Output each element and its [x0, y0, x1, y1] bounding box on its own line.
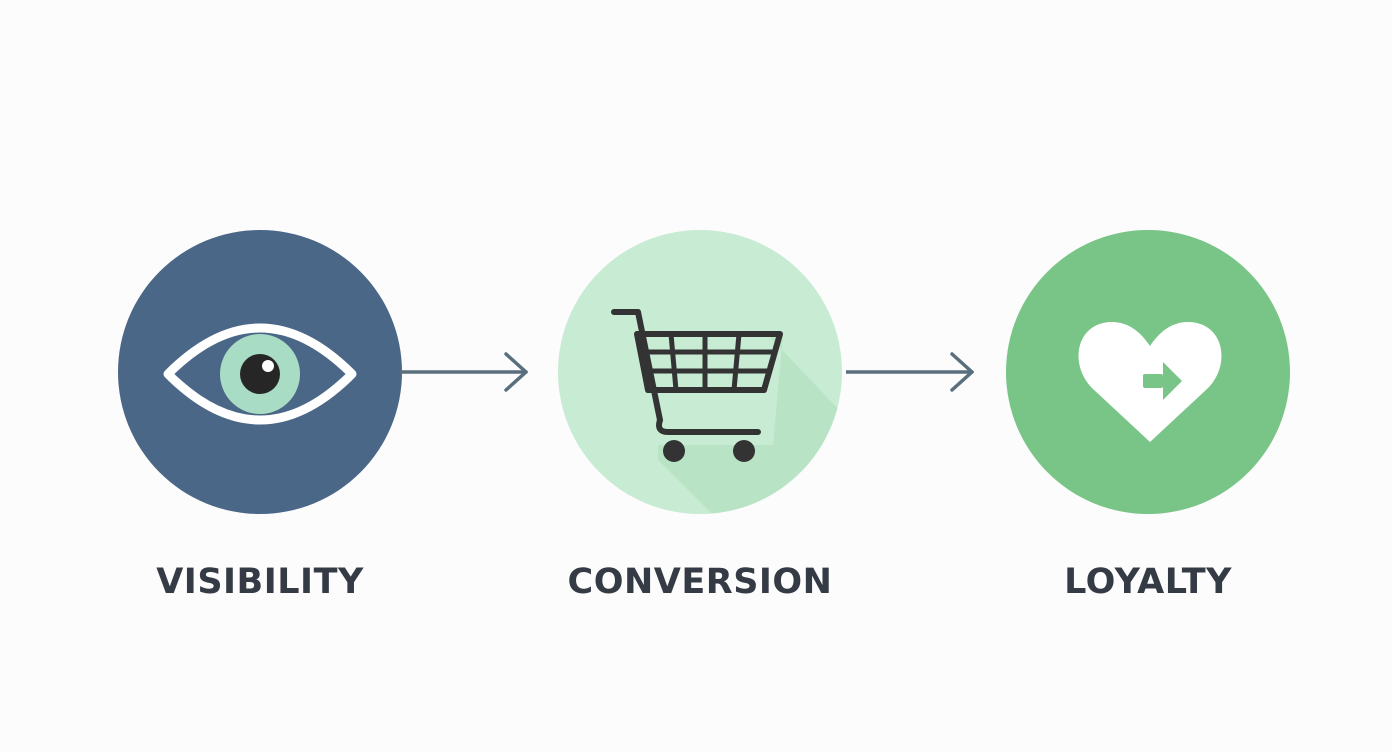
- step-loyalty: LOYALTY: [998, 222, 1298, 642]
- conversion-label: CONVERSION: [567, 562, 833, 602]
- loyalty-circle: [1006, 230, 1290, 514]
- step-visibility: VISIBILITY: [110, 222, 410, 642]
- conversion-circle: [558, 230, 842, 514]
- step-conversion: CONVERSION: [550, 222, 850, 642]
- arrow-connector-2: [846, 352, 974, 392]
- loyalty-label: LOYALTY: [1064, 562, 1232, 602]
- shopping-cart-icon: [611, 309, 842, 514]
- visibility-circle: [118, 230, 402, 514]
- heart-arrow-icon: [1078, 322, 1222, 442]
- visibility-label: VISIBILITY: [156, 562, 364, 602]
- eye-icon: [163, 323, 357, 425]
- arrow-connector-1: [400, 352, 528, 392]
